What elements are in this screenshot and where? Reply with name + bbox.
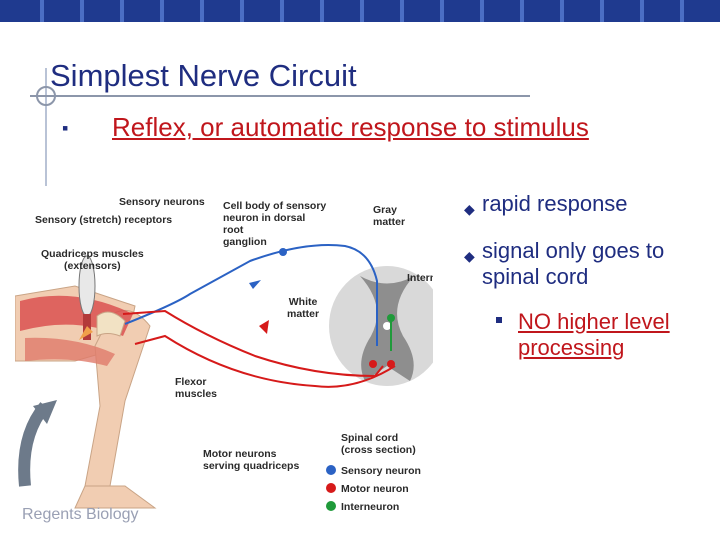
- diamond-bullet-icon: ◆: [464, 201, 475, 217]
- sensory-neuron-path: [124, 244, 378, 346]
- title-underline: [30, 95, 530, 97]
- banner-stripe: [560, 0, 564, 22]
- slide-title: Simplest Nerve Circuit: [50, 58, 357, 93]
- banner-stripe: [360, 0, 364, 22]
- motor-neuron-path-2: [134, 334, 396, 388]
- arrow-icon: [259, 320, 269, 334]
- square-bullet-icon: ▪: [62, 118, 69, 138]
- banner-stripe: [280, 0, 284, 22]
- bullet-rapid-response: ◆ rapid response: [464, 191, 628, 217]
- footer-caption: Regents Biology: [22, 506, 139, 523]
- decor-vertical-line: [45, 68, 47, 188]
- kick-direction-arrow-icon: [18, 402, 50, 487]
- banner-stripe: [520, 0, 524, 22]
- arrow-icon: [249, 280, 261, 289]
- diamond-bullet-icon: ◆: [464, 248, 475, 264]
- crosshair-circle-icon: [36, 86, 56, 106]
- banner-stripe: [240, 0, 244, 22]
- reflex-arc-illustration: [15, 244, 433, 511]
- legend-sensory-neuron: Sensory neuron: [341, 465, 421, 477]
- spinal-cord-cross-section: [329, 266, 433, 386]
- legend-dot-motor: [326, 483, 336, 493]
- bullet-signal-spinal-cord: ◆ signal only goes to spinal cord: [464, 238, 665, 289]
- label-stretch-receptors: Sensory (stretch) receptors: [35, 214, 173, 226]
- sensory-cell-body: [279, 248, 287, 256]
- legend-motor-neuron: Motor neuron: [341, 483, 409, 495]
- motor-neuron-path: [122, 309, 384, 378]
- banner-stripe: [680, 0, 684, 22]
- label-flexor-muscles: Flexor muscles: [175, 376, 218, 400]
- top-banner: [0, 0, 720, 22]
- motor-cell-body: [387, 360, 395, 368]
- interneuron-cell-body: [387, 314, 395, 322]
- banner-stripe: [120, 0, 124, 22]
- banner-stripe: [200, 0, 204, 22]
- banner-stripe: [400, 0, 404, 22]
- motor-cell-body-2: [369, 360, 377, 368]
- label-sensory-neurons: Sensory neurons: [119, 196, 205, 208]
- banner-stripe: [440, 0, 444, 22]
- legend-dot-sensory: [326, 465, 336, 475]
- banner-stripe: [600, 0, 604, 22]
- label-white-matter: White matter: [287, 296, 320, 320]
- label-spinal-cord: Spinal cord (cross section): [341, 432, 416, 456]
- legend-dot-interneuron: [326, 501, 336, 511]
- banner-stripe: [480, 0, 484, 22]
- label-motor-neurons: Motor neurons serving quadriceps: [203, 448, 300, 472]
- label-quadriceps: Quadriceps muscles (extensors): [41, 248, 144, 272]
- label-cell-body: Cell body of sensory neuron in dorsal ro…: [223, 200, 327, 248]
- legend-interneuron: Interneuron: [341, 501, 400, 513]
- banner-stripe: [160, 0, 164, 22]
- sub-point-no-higher-processing: NO higher level processing: [518, 309, 670, 360]
- reflex-hammer-illustration: [78, 255, 96, 340]
- square-bullet-icon: [496, 317, 502, 323]
- slide-subtitle: Reflex, or automatic response to stimulu…: [112, 112, 589, 142]
- leg-illustration: [15, 285, 157, 509]
- banner-stripe: [640, 0, 644, 22]
- banner-stripe: [40, 0, 44, 22]
- label-interneurons: Interneurons: [407, 272, 433, 284]
- banner-stripe: [80, 0, 84, 22]
- arrowhead-icon: [33, 400, 57, 424]
- banner-stripe: [320, 0, 324, 22]
- label-gray-matter: Gray matter: [373, 204, 406, 228]
- reflex-arc-diagram: Sensory neurons Sensory (stretch) recept…: [15, 186, 433, 518]
